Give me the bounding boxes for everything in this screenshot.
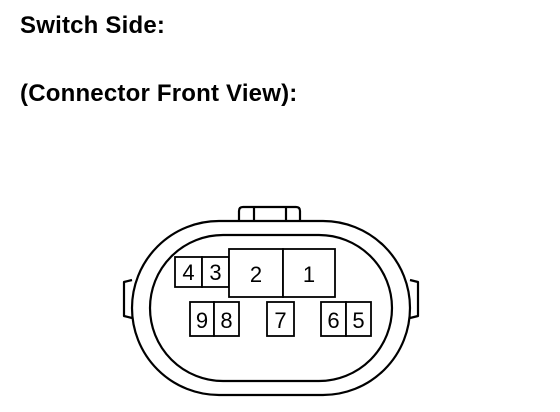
pin-6-label: 6 (327, 308, 339, 333)
pin-5-cavity (345, 301, 372, 337)
pin-8-label: 8 (220, 308, 232, 333)
diagram-title: Switch Side: (20, 12, 166, 39)
connector-left-ear (122, 278, 133, 320)
pin-3-label: 3 (209, 260, 221, 285)
pin-9-label: 9 (196, 308, 208, 333)
connector-top-latch (237, 205, 302, 221)
diagram-subtitle: (Connector Front View): (20, 80, 298, 107)
pin-7-cavity (266, 301, 295, 337)
pin-6-cavity (320, 301, 347, 337)
pin-9-cavity (189, 301, 215, 337)
pin-4-cavity (174, 256, 203, 288)
connector-right-ear (409, 278, 420, 320)
pin-4-label: 4 (182, 260, 194, 285)
pin-8-cavity (213, 301, 240, 337)
pin-7-label: 7 (274, 308, 286, 333)
pin-5-label: 5 (352, 308, 364, 333)
pin-2-label: 2 (250, 262, 262, 287)
connector-housing-inner (148, 233, 394, 383)
pin-1-label: 1 (303, 262, 315, 287)
pin-1-cavity (282, 248, 336, 298)
